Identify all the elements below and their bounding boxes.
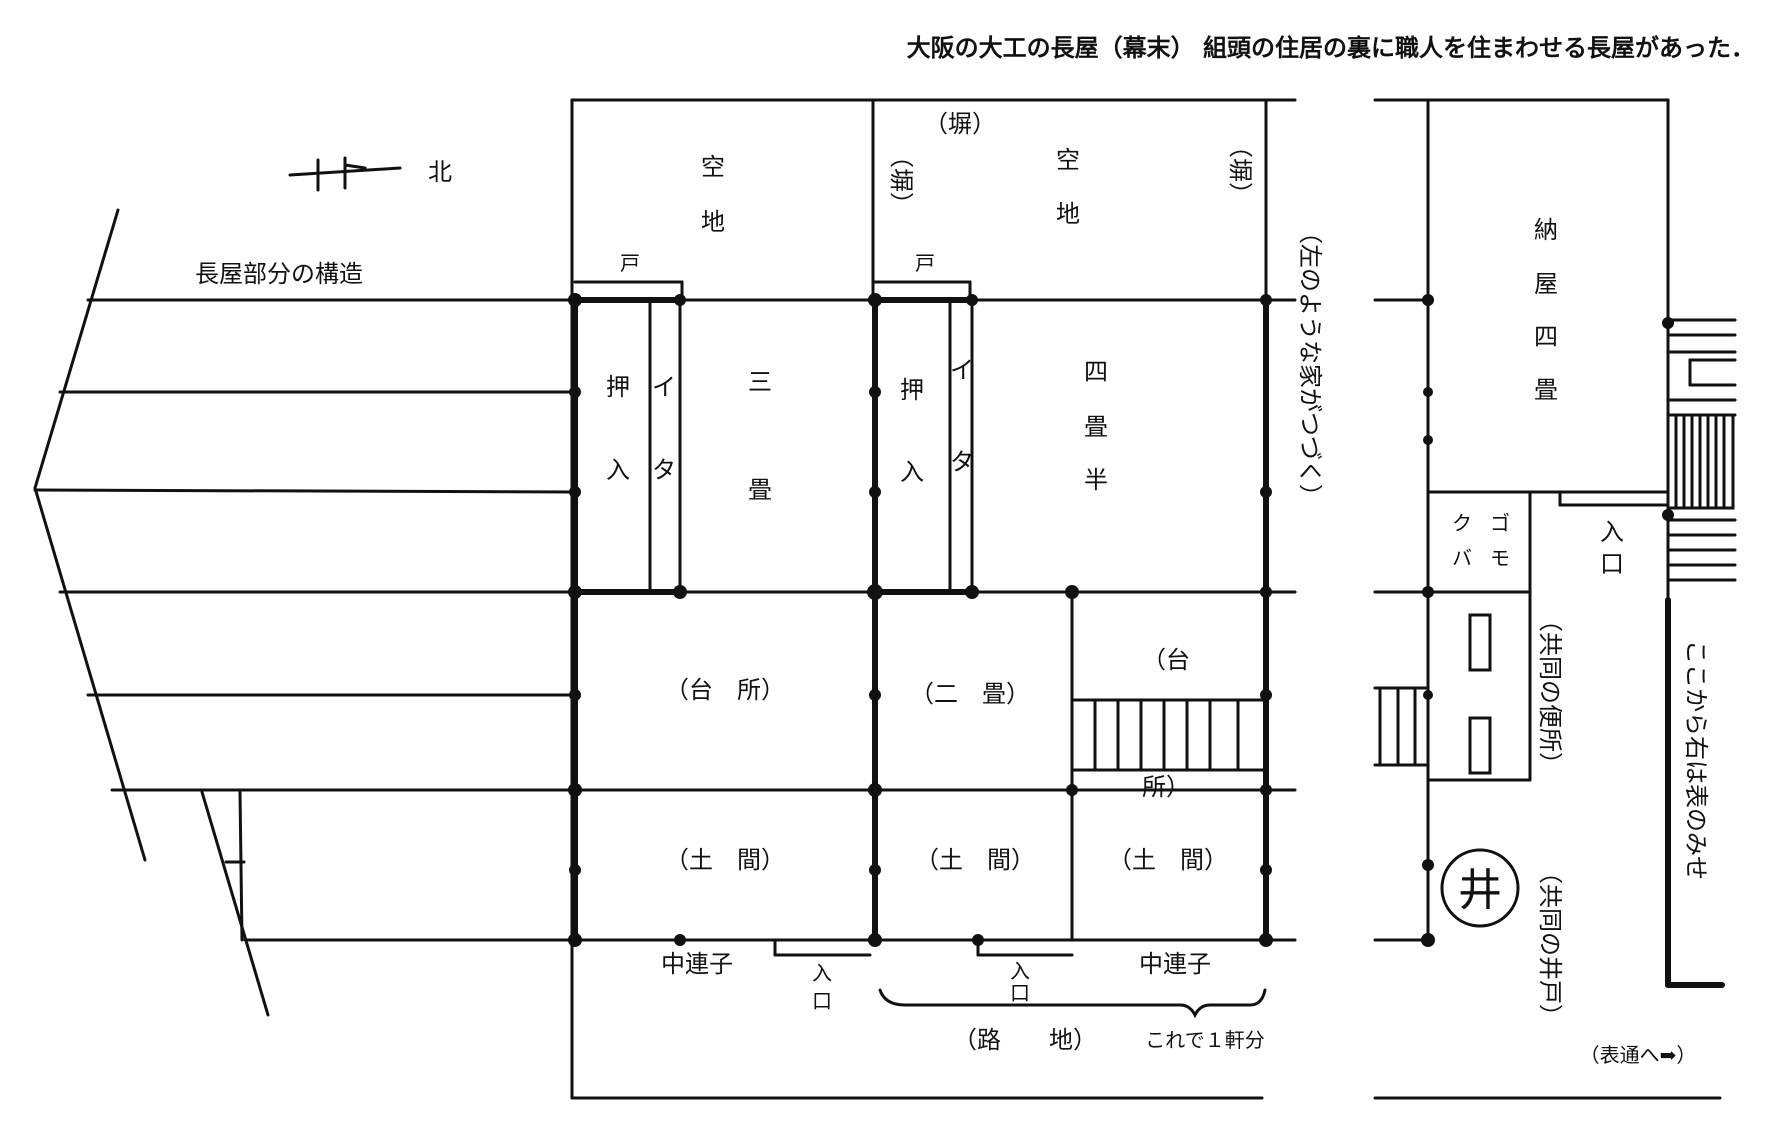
door-right-label: 戸 xyxy=(915,251,935,275)
well-icon: 井 xyxy=(1458,865,1502,916)
closet-right-1: 押 xyxy=(900,376,924,404)
vacant-lot-left-1: 空 xyxy=(701,153,725,181)
door-left-label: 戸 xyxy=(620,251,640,275)
storage-room-1: 納 xyxy=(1534,216,1558,244)
ita-left-2: タ xyxy=(652,456,676,484)
wall-top-label: （塀） xyxy=(924,110,996,138)
kitchen-right-1: （台 xyxy=(1142,646,1190,674)
lattice-right-label: 中連子 xyxy=(1139,950,1211,978)
two-mat-room-label: （二 畳） xyxy=(910,680,1030,708)
trash-bin-1: ゴ xyxy=(1490,511,1510,535)
ita-right-2: タ xyxy=(950,448,974,476)
shops-label: ここから右は表のみせ xyxy=(1682,640,1710,880)
vacant-lot-left-2: 地 xyxy=(701,208,725,236)
earthen-floor-3: （土 間） xyxy=(1108,846,1228,874)
closet-left-2: 入 xyxy=(606,456,630,484)
four-half-mat-room-3: 半 xyxy=(1084,466,1108,494)
lattice-left-label: 中連子 xyxy=(661,950,733,978)
compass-arrow-icon xyxy=(288,156,402,192)
kitchen-left-label: （台 所） xyxy=(665,676,785,704)
three-mat-room-1: 三 xyxy=(748,368,772,396)
entrance-left-1: 入 xyxy=(812,961,832,985)
three-mat-room-2: 畳 xyxy=(748,476,772,504)
four-half-mat-room-1: 四 xyxy=(1084,358,1108,386)
structure-label: 長屋部分の構造 xyxy=(195,260,363,288)
right-block-labels: 納 屋 四 畳 ゴ モ ク バ 入 口 （共同の便所） （共同の井戸） 井 ここ… xyxy=(1452,216,1710,1067)
trash-bin-2: モ xyxy=(1490,546,1510,570)
closet-left-1: 押 xyxy=(606,373,630,401)
diagram-title: 大阪の大工の長屋（幕末） 組頭の住居の裏に職人を住まわせる長屋があった． xyxy=(907,33,1755,62)
main-plan-bold-frame xyxy=(572,297,1269,943)
wall-right-label: （塀） xyxy=(1226,134,1254,206)
to-main-street-label: （表通へ➡） xyxy=(1580,1043,1697,1067)
alley-label: （路 地） xyxy=(953,1026,1097,1054)
entrance-right-2: 口 xyxy=(1600,550,1624,578)
vacant-lot-right-1: 空 xyxy=(1056,146,1080,174)
vacant-lot-right-2: 地 xyxy=(1056,200,1080,228)
entrance-left-2: 口 xyxy=(812,989,832,1013)
kitchen-right-2: 所） xyxy=(1142,773,1190,801)
storage-room-2: 屋 xyxy=(1534,270,1558,298)
entrance-mid-2: 口 xyxy=(1010,981,1030,1005)
wall-left-label: （塀） xyxy=(887,144,915,216)
earthen-floor-1: （土 間） xyxy=(665,846,785,874)
post-dots xyxy=(568,293,1273,947)
trash-bin-3: ク xyxy=(1452,511,1472,535)
trash-bin-4: バ xyxy=(1452,546,1472,570)
one-house-label: これで１軒分 xyxy=(1145,1028,1264,1052)
right-block-walls xyxy=(1373,98,1737,1100)
main-plan-walls xyxy=(570,98,1297,1100)
shared-well-label: （共同の井戸） xyxy=(1536,860,1564,1028)
ita-left-1: イ xyxy=(652,373,676,401)
right-block-dots xyxy=(1421,294,1674,947)
four-half-mat-room-2: 畳 xyxy=(1084,413,1108,441)
structure-sketch xyxy=(33,208,577,1017)
earthen-floor-2: （土 間） xyxy=(915,846,1035,874)
kitchen-stairs xyxy=(1070,698,1268,772)
shared-toilet-label: （共同の便所） xyxy=(1536,608,1564,776)
compass-north-label: 北 xyxy=(428,158,452,186)
ita-right-1: イ xyxy=(950,356,974,384)
storage-room-4: 畳 xyxy=(1534,376,1558,404)
storage-room-3: 四 xyxy=(1534,323,1558,351)
entrance-mid-1: 入 xyxy=(1010,959,1030,983)
entrance-right-1: 入 xyxy=(1600,518,1624,546)
main-plan-labels: 空 地 空 地 （塀） （塀） （塀） 戸 戸 押 入 イ タ 三 畳 押 入 … xyxy=(606,110,1265,1054)
continues-label: （左のような家がつづく） xyxy=(1296,220,1324,508)
closet-right-2: 入 xyxy=(900,458,924,486)
